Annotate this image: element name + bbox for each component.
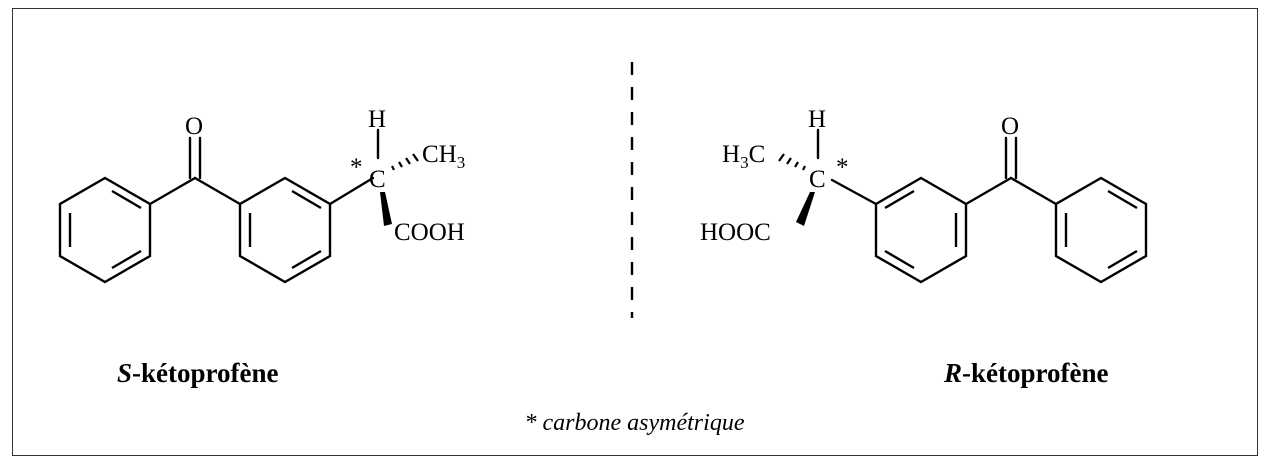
- r-oxygen-atom: O: [1001, 113, 1019, 140]
- r-carbonyl-group: O: [964, 113, 1058, 206]
- r-chiral-center: H C * H3C HOOC: [700, 106, 878, 246]
- s-hashed-bond: [391, 153, 419, 171]
- r-ketoprofen-label: R-kétoprofène: [944, 358, 1109, 388]
- r-hashed-bond: [778, 153, 806, 171]
- r-wedge-bond: [796, 192, 815, 226]
- s-carbonyl-group: O: [148, 113, 242, 206]
- r-hydrogen-atom: H: [808, 106, 826, 133]
- s-chiral-center: H C * CH3 COOH: [328, 106, 465, 246]
- s-ketoprofen-structure: O H C * CH3 COOH: [58, 106, 465, 284]
- s-asymmetric-star: *: [350, 154, 363, 181]
- s-oxygen-atom: O: [185, 113, 203, 140]
- figure-frame: [12, 8, 1258, 456]
- r-carbon-atom: C: [809, 166, 826, 193]
- r-benzene-ring: [874, 176, 968, 284]
- s-phenyl-ring: [58, 176, 152, 284]
- s-wedge-bond: [380, 192, 392, 226]
- s-ketoprofen-label: S-kétoprofène: [117, 358, 279, 388]
- s-methyl-group: CH3: [422, 141, 465, 172]
- s-carbon-atom: C: [369, 166, 386, 193]
- s-hydrogen-atom: H: [368, 106, 386, 133]
- r-asymmetric-star: *: [836, 154, 849, 181]
- r-methyl-group: H3C: [722, 141, 765, 172]
- s-benzene-ring: [238, 176, 332, 284]
- s-carboxyl-group: COOH: [394, 219, 465, 246]
- r-phenyl-ring: [1054, 176, 1148, 284]
- r-ketoprofen-structure: H C * H3C HOOC: [700, 106, 1148, 284]
- r-carboxyl-group: HOOC: [700, 219, 771, 246]
- asymmetric-carbon-footnote: * carbone asymétrique: [524, 410, 745, 436]
